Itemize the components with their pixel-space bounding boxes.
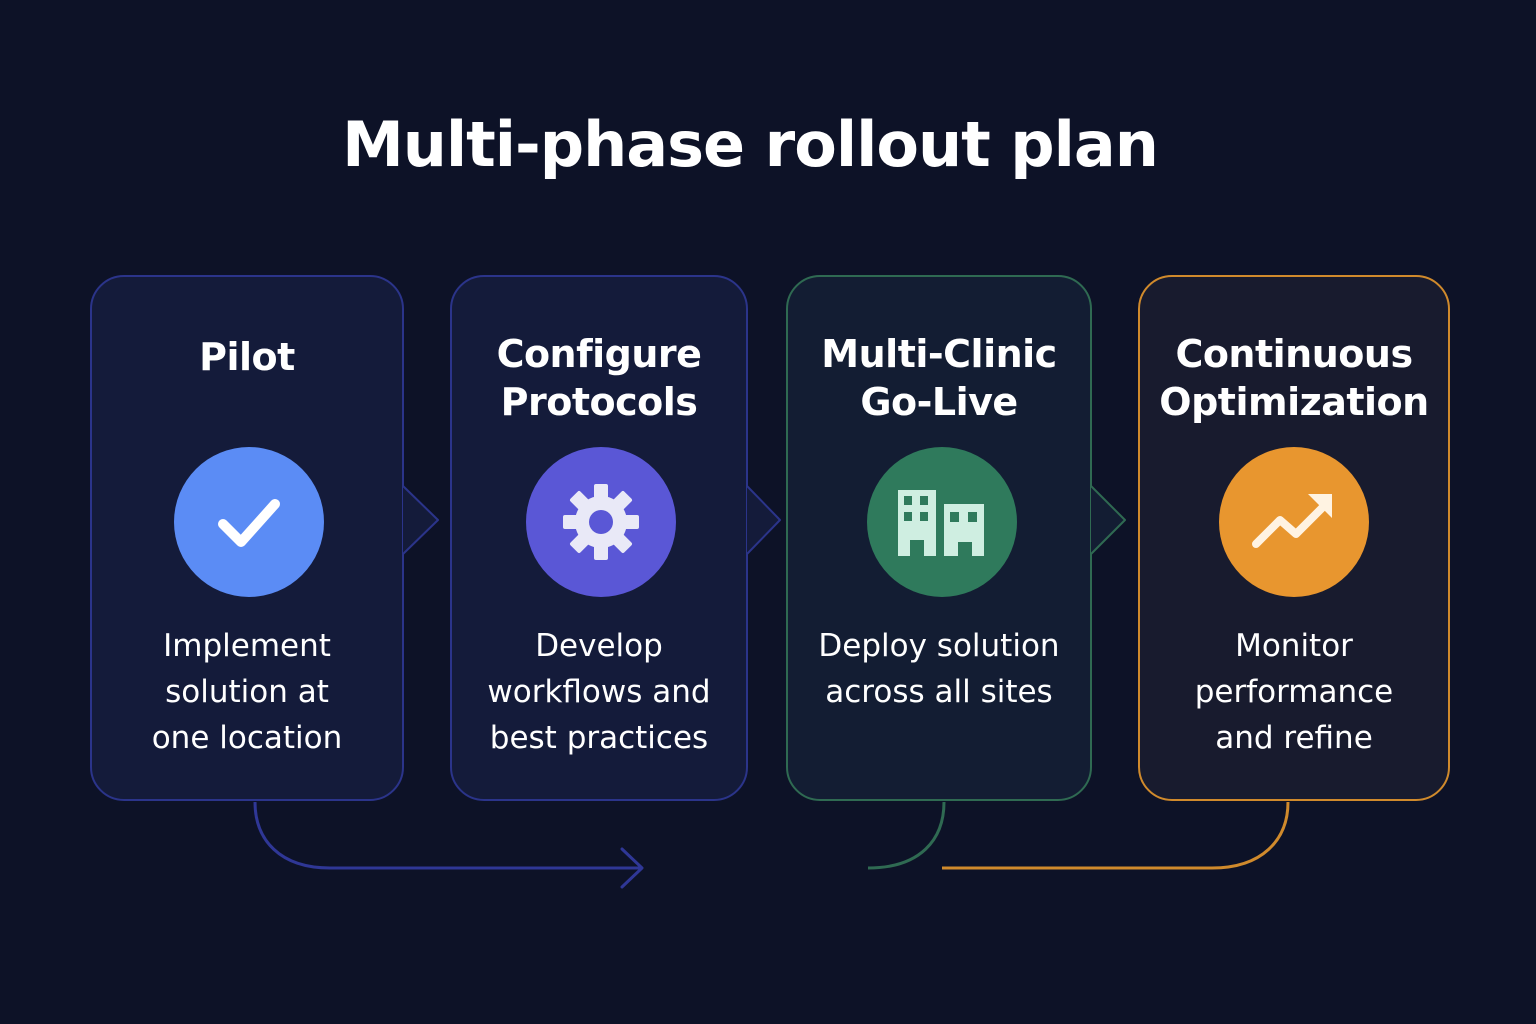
- phase-description: Develop workflows and best practices: [487, 628, 711, 756]
- phase-description: Monitor performance and refine: [1194, 628, 1394, 756]
- flow-arrow-indigo: [253, 801, 640, 870]
- phase-card-pilot: Pilot Implement solution at one location: [90, 275, 404, 801]
- trend-up-icon: [1219, 447, 1369, 597]
- chevron-connector: [746, 485, 781, 555]
- page-title: Multi-phase rollout plan: [342, 108, 1159, 181]
- phase-card-configure-protocols: Configure Protocols Develop workflows an…: [450, 275, 748, 801]
- flow-curve-orange: [942, 801, 1290, 870]
- buildings-icon: [867, 447, 1017, 597]
- chevron-connector: [1090, 485, 1126, 555]
- arrow-head-icon: [620, 847, 644, 889]
- chevron-connector: [402, 485, 439, 555]
- flow-curve-green: [867, 801, 946, 870]
- phase-title: Configure Protocols: [496, 332, 702, 424]
- phase-card-multi-clinic-go-live: Multi-Clinic Go-Live Deploy solution acr…: [786, 275, 1092, 801]
- phase-description: Deploy solution across all sites: [818, 628, 1060, 710]
- phase-title: Multi-Clinic Go-Live: [821, 332, 1057, 424]
- checkmark-icon: [174, 447, 324, 597]
- phase-description: Implement solution at one location: [151, 628, 343, 756]
- phase-title: Continuous Optimization: [1159, 332, 1429, 424]
- gear-icon: [526, 447, 676, 597]
- phase-title: Pilot: [199, 335, 295, 379]
- phase-card-continuous-optimization: Continuous Optimization Monitor performa…: [1138, 275, 1450, 801]
